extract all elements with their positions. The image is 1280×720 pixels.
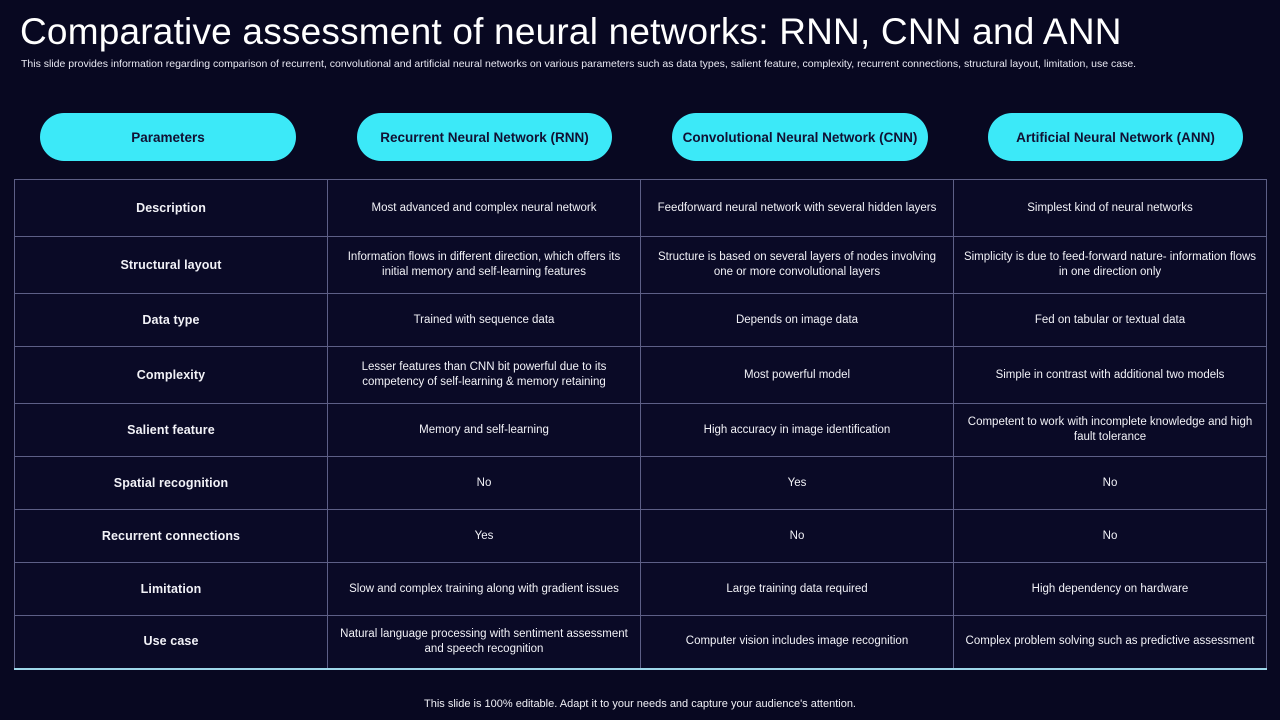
cell-parameter: Use case [14,615,328,670]
cell-parameter: Data type [14,293,328,347]
cell-parameter: Limitation [14,562,328,616]
cell-parameter: Description [14,179,328,237]
cell-cnn: Computer vision includes image recogniti… [640,615,954,670]
table-row: Complexity Lesser features than CNN bit … [14,346,1267,404]
cell-ann: Simple in contrast with additional two m… [953,346,1267,404]
cell-cnn: No [640,509,954,563]
cell-ann: Complex problem solving such as predicti… [953,615,1267,670]
header-pill-rnn[interactable]: Recurrent Neural Network (RNN) [357,113,612,161]
header-pill-cnn[interactable]: Convolutional Neural Network (CNN) [672,113,928,161]
table-row: Limitation Slow and complex training alo… [14,562,1267,616]
page-subtitle: This slide provides information regardin… [21,58,1137,70]
table-row: Use case Natural language processing wit… [14,615,1267,670]
cell-rnn: Slow and complex training along with gra… [327,562,641,616]
cell-rnn: Yes [327,509,641,563]
cell-rnn: Trained with sequence data [327,293,641,347]
table-row: Structural layout Information flows in d… [14,236,1267,294]
cell-ann: Fed on tabular or textual data [953,293,1267,347]
cell-ann: Competent to work with incomplete knowle… [953,403,1267,457]
table-row: Data type Trained with sequence data Dep… [14,293,1267,347]
cell-parameter: Complexity [14,346,328,404]
cell-rnn: Natural language processing with sentime… [327,615,641,670]
cell-rnn: Information flows in different direction… [327,236,641,294]
cell-rnn: No [327,456,641,510]
page-title: Comparative assessment of neural network… [20,11,1122,52]
cell-cnn: High accuracy in image identification [640,403,954,457]
cell-cnn: Large training data required [640,562,954,616]
cell-cnn: Depends on image data [640,293,954,347]
cell-cnn: Most powerful model [640,346,954,404]
cell-parameter: Salient feature [14,403,328,457]
table-row: Recurrent connections Yes No No [14,509,1267,563]
cell-parameter: Recurrent connections [14,509,328,563]
cell-ann: No [953,509,1267,563]
cell-ann: High dependency on hardware [953,562,1267,616]
cell-cnn: Structure is based on several layers of … [640,236,954,294]
table-row: Salient feature Memory and self-learning… [14,403,1267,457]
cell-cnn: Feedforward neural network with several … [640,179,954,237]
header-pill-ann[interactable]: Artificial Neural Network (ANN) [988,113,1243,161]
cell-ann: Simplest kind of neural networks [953,179,1267,237]
column-header-pills: Parameters Recurrent Neural Network (RNN… [0,113,1280,163]
header-pill-parameters[interactable]: Parameters [40,113,296,161]
footer-note: This slide is 100% editable. Adapt it to… [424,698,856,710]
cell-ann: Simplicity is due to feed-forward nature… [953,236,1267,294]
cell-cnn: Yes [640,456,954,510]
cell-parameter: Structural layout [14,236,328,294]
cell-rnn: Most advanced and complex neural network [327,179,641,237]
table-row: Description Most advanced and complex ne… [14,179,1267,237]
cell-parameter: Spatial recognition [14,456,328,510]
comparison-table: Description Most advanced and complex ne… [14,179,1267,670]
cell-rnn: Memory and self-learning [327,403,641,457]
cell-rnn: Lesser features than CNN bit powerful du… [327,346,641,404]
table-row: Spatial recognition No Yes No [14,456,1267,510]
cell-ann: No [953,456,1267,510]
